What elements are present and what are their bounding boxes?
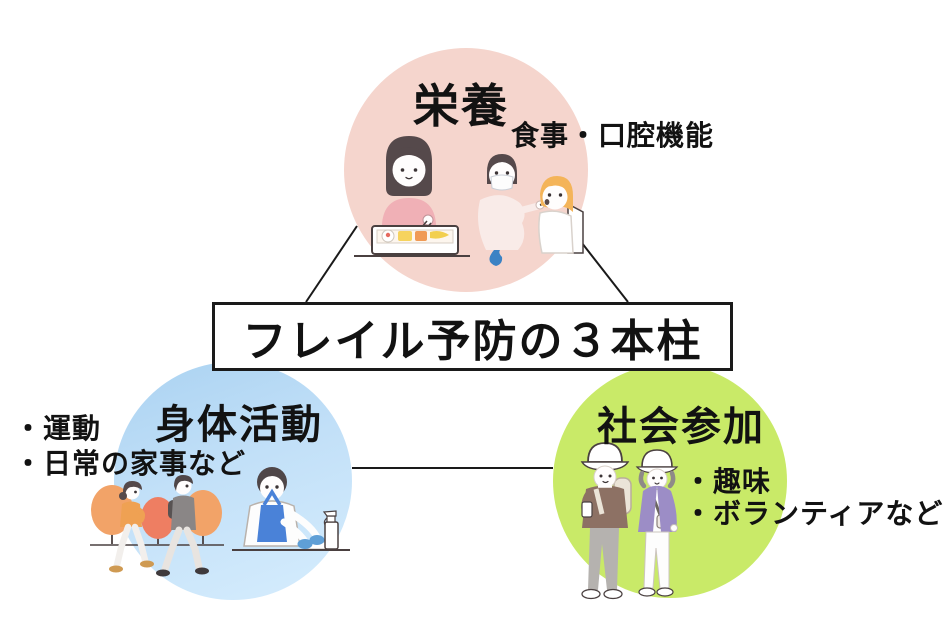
bucket-hat <box>587 442 623 463</box>
social-bullet-hobby: ・趣味 <box>684 466 772 497</box>
social-bullet-volunteer: ・ボランティアなど <box>684 498 944 529</box>
street-trees <box>90 485 224 546</box>
nutrition-subtitle: 食事・口腔機能 <box>511 120 715 151</box>
bento-box <box>371 225 459 255</box>
phone <box>581 501 593 518</box>
social-participation-bullets: ・趣味 ・ボランティアなど <box>684 466 943 530</box>
senior-woman <box>635 449 679 597</box>
apron-straps <box>262 488 282 506</box>
social-participation-title: 社会参加 <box>597 405 765 449</box>
physical-bullet-housework: ・日常の家事など <box>14 448 247 479</box>
rubber-glove <box>297 539 313 549</box>
physical-bullet-exercise: ・運動 <box>14 413 102 444</box>
child-patient <box>538 176 584 254</box>
people-walking-and-table-cleaning-illustration <box>90 467 350 577</box>
bucket-hat <box>641 449 673 468</box>
walking-woman <box>109 481 154 573</box>
physical-activity-bullets: ・運動 ・日常の家事など <box>14 411 246 481</box>
physical-activity-title: 身体活動 <box>155 403 323 447</box>
center-title-box: フレイル予防の３本柱 <box>212 302 733 371</box>
apron <box>257 505 287 542</box>
senior-man <box>580 442 632 600</box>
nutrition-title: 栄養 <box>413 80 509 132</box>
two-seniors-strolling-illustration <box>580 442 679 600</box>
center-title: フレイル予防の３本柱 <box>242 316 703 366</box>
rubber-glove <box>309 535 325 545</box>
woman-eating-bento-and-dental-care-illustration <box>354 136 584 266</box>
person-wiping-table <box>232 467 350 551</box>
spray-bottle <box>322 510 339 550</box>
purple-cardigan <box>638 485 657 532</box>
dental-caregiver <box>478 154 551 266</box>
face-mask <box>490 174 514 191</box>
line-nutrition-to-physical <box>305 225 358 303</box>
physical-activity-circle <box>114 362 352 600</box>
woman-eating-bento <box>354 136 470 257</box>
blue-shoe <box>489 250 503 266</box>
walking-man <box>156 475 209 577</box>
